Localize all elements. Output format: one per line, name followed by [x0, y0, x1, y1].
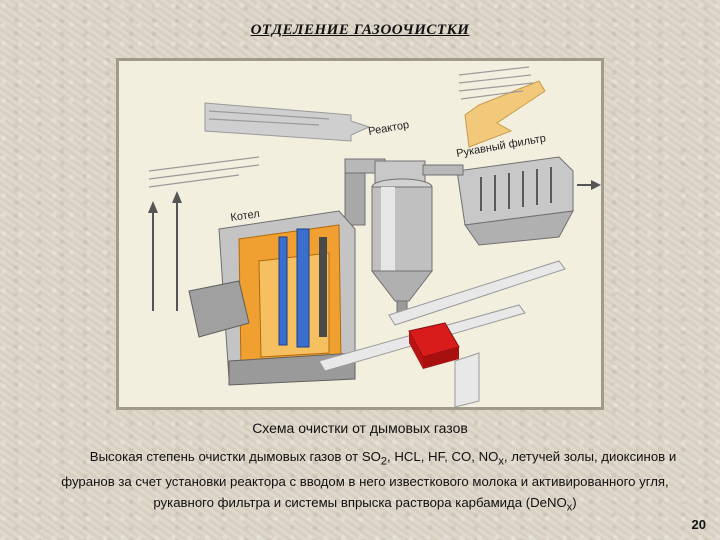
bag-filter-unit [456, 156, 574, 246]
page-number: 20 [691, 517, 706, 532]
annotation-lines [148, 66, 534, 188]
exhaust-arrow [591, 180, 601, 190]
slide-title: ОТДЕЛЕНИЕ ГАЗООЧИСТКИ [250, 22, 470, 38]
boiler-unit [188, 210, 356, 386]
reactor-label: Реактор [367, 119, 410, 138]
product-pallet [408, 322, 460, 369]
reactor-filter-duct [422, 164, 464, 176]
boiler-flue-duct [344, 164, 366, 226]
incoming-gas-arrow [204, 102, 371, 142]
figure-caption: Схема очистки от дымовых газов [252, 420, 468, 436]
boiler-label: Котел [230, 208, 261, 224]
reagent-arrow [464, 80, 546, 148]
gas-cleaning-diagram: Котел Реактор Рукавный фильтр [116, 58, 604, 410]
reactor-unit [370, 160, 434, 316]
left-vertical-arrows [148, 191, 182, 311]
diagram-illustration: Котел Реактор Рукавный фильтр [148, 66, 601, 407]
description-paragraph: Высокая степень очистки дымовых газов от… [61, 449, 677, 514]
